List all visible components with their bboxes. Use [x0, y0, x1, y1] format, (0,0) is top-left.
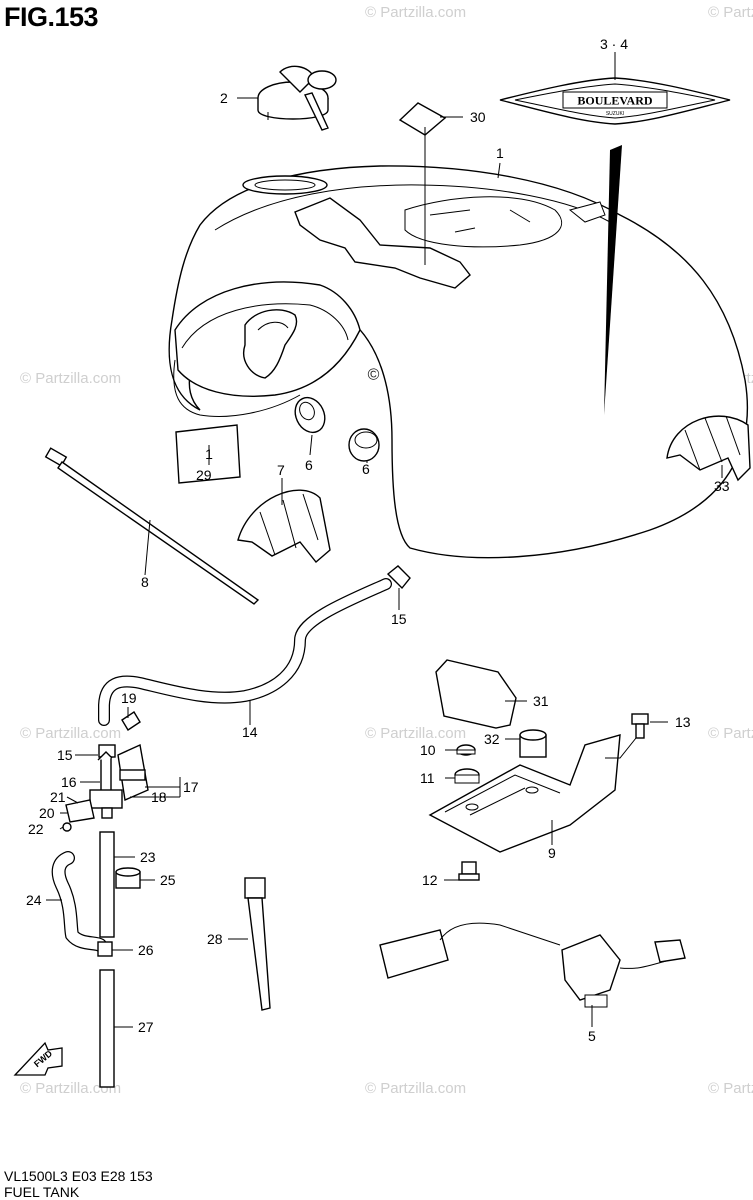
callout-14: 14 [242, 724, 258, 740]
figure-title: FIG.153 [4, 2, 99, 32]
callout-21: 21 [50, 789, 66, 805]
cushion-31 [435, 659, 517, 729]
grommet-11 [454, 768, 480, 784]
callout-5: 5 [588, 1028, 596, 1044]
callout-7: 7 [277, 462, 285, 478]
callout-12: 12 [422, 872, 438, 888]
callout-19: 19 [121, 690, 137, 706]
fuel-valve-assembly [62, 711, 149, 832]
emblem-text: BOULEVARD [577, 94, 652, 108]
washer-10 [456, 744, 476, 756]
callout-13: 13 [675, 714, 691, 730]
grommet-6a [294, 396, 326, 434]
clip-15a [386, 565, 411, 590]
callout-24: 24 [26, 892, 42, 908]
callout-9: 9 [548, 845, 556, 861]
collar-25 [115, 867, 141, 889]
cable-tie-8 [44, 447, 260, 605]
watermark: © Partzilla.com [365, 725, 466, 742]
pad-30 [398, 102, 447, 136]
cushion-7 [237, 489, 331, 564]
callout-31: 31 [533, 693, 549, 709]
section-title: FUEL TANK [4, 1184, 80, 1200]
callout-11: 11 [420, 770, 435, 786]
fuel-level-sender-5 [379, 922, 686, 1008]
watermark: © Partzilla.com [20, 370, 121, 387]
callout-32: 32 [484, 731, 500, 747]
fuel-cap [257, 65, 337, 131]
callout-17: 17 [183, 779, 199, 795]
bolt-13 [631, 713, 649, 739]
model-code: VL1500L3 E03 E28 153 [4, 1168, 153, 1184]
fuel-tank [168, 145, 749, 559]
callout-16: 16 [61, 774, 77, 790]
callout-10: 10 [420, 742, 436, 758]
grommet-6b [348, 428, 380, 462]
watermark: © Partzilla.com [708, 1080, 753, 1097]
callout-15a: 15 [57, 747, 73, 763]
callout-1: 1 [496, 145, 504, 161]
callout-33: 33 [714, 478, 730, 494]
cushion-32 [519, 729, 547, 758]
joint-26 [97, 941, 113, 957]
emblem-subtext: SUZUKI [606, 111, 624, 117]
cushion-33 [666, 415, 751, 482]
callout-23: 23 [140, 849, 156, 865]
callout-15b: 15 [391, 611, 407, 627]
forward-arrow: FWD [13, 1041, 63, 1076]
watermark: © Partzilla.com [20, 725, 121, 742]
label-29 [175, 424, 241, 484]
callout-27: 27 [138, 1019, 154, 1035]
watermark: © Partzilla.com [365, 1080, 466, 1097]
callout-2: 2 [220, 90, 228, 106]
callout-30: 30 [470, 109, 486, 125]
callout-6b: 6 [362, 461, 370, 477]
callout-18: 18 [151, 789, 167, 805]
callout-28: 28 [207, 931, 223, 947]
hose-27 [99, 969, 115, 1088]
watermark: © Partzilla.com [708, 4, 753, 21]
bolt-12 [458, 861, 480, 881]
callout-8: 8 [141, 574, 149, 590]
callout-6a: 6 [305, 457, 313, 473]
callout-22: 22 [28, 821, 44, 837]
watermark: © Partzilla.com [365, 4, 466, 21]
boulevard-emblem: BOULEVARD SUZUKI [499, 77, 731, 125]
watermark: © Partzilla.com [20, 1080, 121, 1097]
callout-25: 25 [160, 872, 176, 888]
leader-lines [46, 52, 723, 1028]
callout-29: 29 [196, 467, 212, 483]
callout-26: 26 [138, 942, 154, 958]
strap-28 [244, 877, 271, 1011]
callout-20: 20 [39, 805, 55, 821]
callout-3-4: 3 · 4 [600, 36, 628, 52]
hose-23 [99, 831, 115, 938]
callouts: 2 3 · 4 30 1 6 6 29 7 33 8 15 14 19 15 1… [26, 36, 730, 1044]
watermark: © Partzilla.com [708, 725, 753, 742]
hose-14 [98, 578, 392, 726]
bracket-9 [428, 734, 621, 853]
